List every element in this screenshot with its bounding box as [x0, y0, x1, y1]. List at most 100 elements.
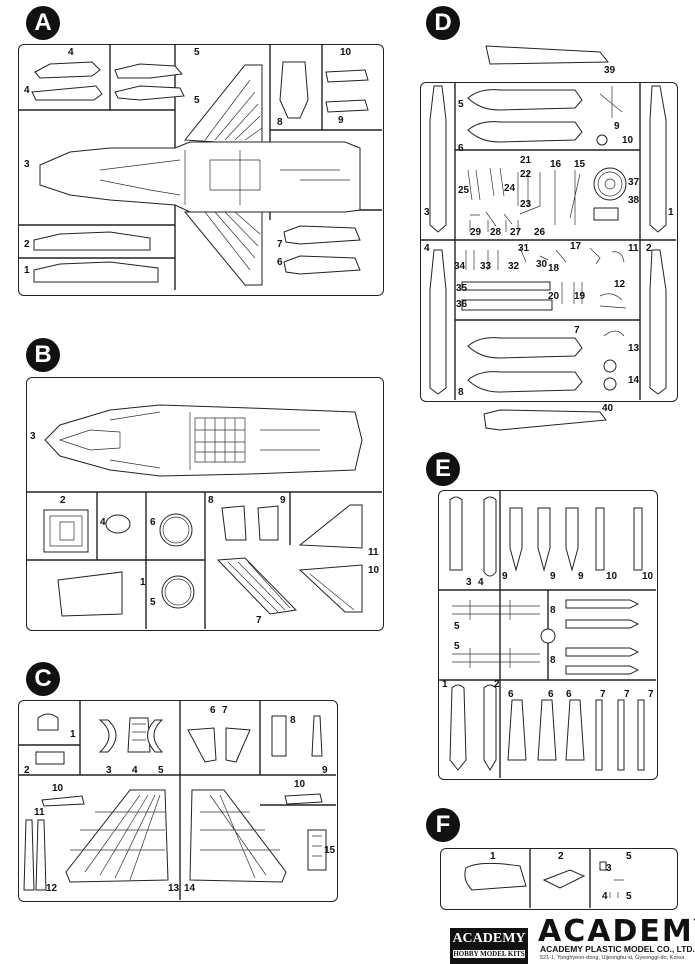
part-num: 1 [70, 729, 76, 740]
part-num: 7 [600, 689, 606, 700]
part-num: 8 [277, 117, 283, 128]
badge-bottom-text: HOBBY MODEL KITS [452, 949, 526, 959]
part-num: 39 [604, 65, 616, 76]
part-num: 8 [458, 387, 464, 398]
part-num: 21 [520, 155, 532, 166]
part-num: 28 [490, 227, 502, 238]
part-num: 4 [478, 577, 484, 588]
part-num: 4 [424, 243, 430, 254]
part-num: 14 [628, 375, 640, 386]
part-num: 10 [294, 779, 306, 790]
part-num: 15 [574, 159, 586, 170]
part-num: 15 [324, 845, 336, 856]
academy-badge: ACADEMY HOBBY MODEL KITS [450, 928, 528, 964]
part-num: 4 [24, 85, 30, 96]
company-address: 521-1, Yonghyeon-dong, Uijeongbu-si, Gye… [540, 955, 685, 961]
part-num: 1 [490, 851, 496, 862]
part-num: 5 [626, 851, 632, 862]
part-num: 1 [442, 679, 448, 690]
part-num: 5 [458, 99, 464, 110]
part-num: 4 [602, 891, 608, 902]
part-num: 5 [150, 597, 156, 608]
part-num: 7 [624, 689, 630, 700]
part-num: 35 [456, 283, 468, 294]
part-num: 40 [602, 403, 614, 414]
part-num: 12 [46, 883, 58, 894]
part-num: 1 [140, 577, 146, 588]
part-num: 23 [520, 199, 532, 210]
part-num: 11 [628, 243, 639, 254]
part-num: 19 [574, 291, 586, 302]
part-num: 5 [194, 47, 200, 58]
part-num: 3 [24, 159, 30, 170]
section-c-badge: C [26, 662, 60, 696]
part-num: 36 [456, 299, 468, 310]
part-num: 4 [132, 765, 138, 776]
part-num: 17 [570, 241, 582, 252]
part-num: 5 [194, 95, 200, 106]
part-num: 9 [502, 571, 508, 582]
part-num: 9 [322, 765, 328, 776]
part-num: 31 [518, 243, 530, 254]
part-num: 6 [548, 689, 554, 700]
part-num: 33 [480, 261, 492, 272]
part-num: 37 [628, 177, 640, 188]
part-num: 6 [277, 257, 283, 268]
part-num: 3 [30, 431, 36, 442]
part-num: 11 [34, 807, 45, 818]
part-num: 10 [368, 565, 380, 576]
part-num: 13 [168, 883, 180, 894]
part-num: 5 [454, 621, 460, 632]
part-num: 34 [454, 261, 466, 272]
part-num: 9 [614, 121, 620, 132]
part-num: 3 [106, 765, 112, 776]
section-b-badge: B [26, 338, 60, 372]
part-num: 27 [510, 227, 522, 238]
part-num: 4 [68, 47, 74, 58]
section-a-badge: A [26, 6, 60, 40]
part-num: 6 [210, 705, 216, 716]
part-num: 26 [534, 227, 546, 238]
part-num: 10 [622, 135, 634, 146]
part-num: 6 [150, 517, 156, 528]
part-num: 6 [458, 143, 464, 154]
part-num: 5 [158, 765, 164, 776]
part-num: 3 [606, 863, 612, 874]
part-num: 2 [646, 243, 652, 254]
part-num: 10 [606, 571, 618, 582]
part-num: 1 [24, 265, 30, 276]
part-num: 24 [504, 183, 516, 194]
part-num: 2 [60, 495, 66, 506]
part-num: 9 [578, 571, 584, 582]
part-num: 22 [520, 169, 532, 180]
part-num: 29 [470, 227, 482, 238]
part-num: 14 [184, 883, 196, 894]
company-name: ACADEMY PLASTIC MODEL CO., LTD. [540, 944, 695, 954]
part-num: 9 [338, 115, 344, 126]
section-d-badge: D [426, 6, 460, 40]
part-num: 2 [494, 679, 500, 690]
part-num: 13 [628, 343, 640, 354]
part-num: 25 [458, 185, 470, 196]
part-num: 5 [626, 891, 632, 902]
part-num: 7 [277, 239, 283, 250]
part-num: 30 [536, 259, 548, 270]
part-num: 18 [548, 263, 560, 274]
part-num: 8 [550, 605, 556, 616]
part-num: 12 [614, 279, 626, 290]
part-num: 3 [466, 577, 472, 588]
part-num: 6 [566, 689, 572, 700]
part-num: 1 [668, 207, 674, 218]
part-num: 20 [548, 291, 560, 302]
part-num: 7 [574, 325, 580, 336]
part-num: 10 [642, 571, 654, 582]
section-e-badge: E [426, 452, 460, 486]
part-num: 16 [550, 159, 562, 170]
part-num: 8 [290, 715, 296, 726]
part-num: 8 [550, 655, 556, 666]
